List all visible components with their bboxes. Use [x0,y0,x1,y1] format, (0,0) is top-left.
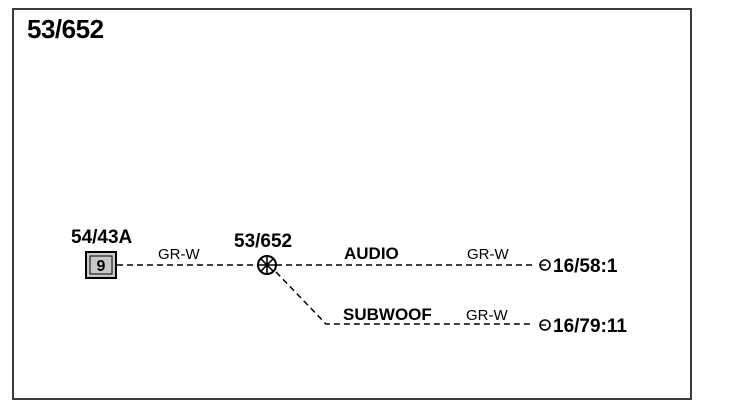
audio-wire-color: GR-W [467,246,509,263]
subwoof-destination: 16/79:11 [553,316,627,337]
audio-branch-label: AUDIO [344,244,399,263]
source-pin-number: 9 [97,258,106,275]
audio-terminal-icon[interactable] [539,259,551,271]
audio-destination: 16/58:1 [553,256,618,277]
subwoof-wire-color: GR-W [466,307,508,324]
source-wire-color: GR-W [158,246,200,263]
subwoof-wire [275,271,533,325]
splice-icon[interactable] [257,255,277,275]
source-component-label: 54/43A [71,227,133,248]
diagram-frame [12,8,692,400]
page-title: 53/652 [27,14,104,44]
splice-label: 53/652 [234,231,292,252]
subwoof-terminal-icon[interactable] [539,319,551,331]
source-pin-box-inner [89,255,113,275]
subwoof-branch-label: SUBWOOF [343,305,432,324]
